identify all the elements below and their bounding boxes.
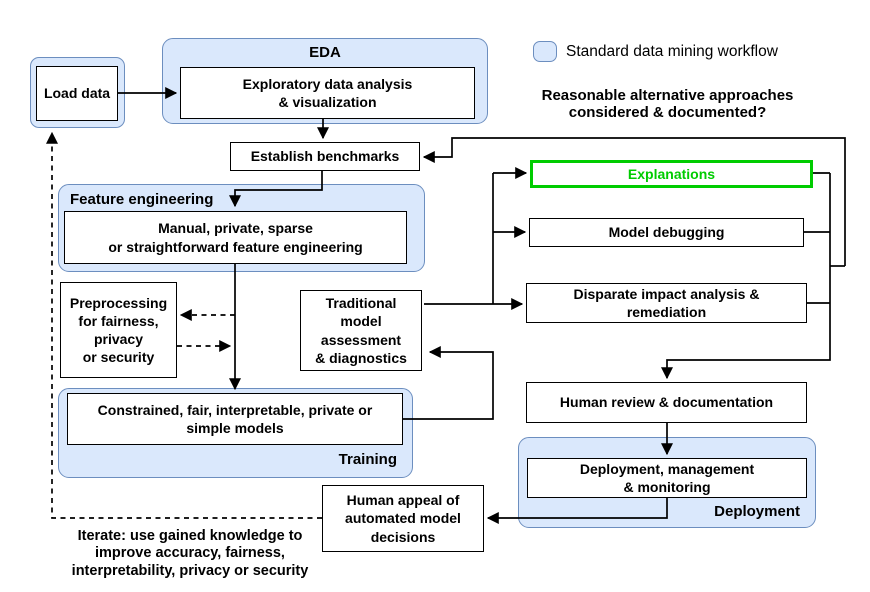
establish-benchmarks-node: Establish benchmarks [230, 142, 420, 171]
dashed-iterate-loop [46, 131, 322, 519]
human-appeal-node: Human appeal of automated model decision… [322, 485, 484, 552]
alternative-approaches-question: Reasonable alternative approaches consid… [541, 87, 794, 122]
arrow-benchmarks-to-feature-eng [229, 171, 323, 208]
arrow-feedback-to-benchmarks [422, 137, 846, 266]
legend-label: Standard data mining workflow [566, 43, 778, 60]
manual-features-node: Manual, private, sparse or straightforwa… [64, 211, 407, 264]
constrained-models-node: Constrained, fair, interpretable, privat… [67, 393, 403, 445]
deployment-node: Deployment, management & monitoring [527, 458, 807, 498]
arrow-deployment-to-appeal [486, 498, 668, 524]
eda-node: Exploratory data analysis & visualizatio… [180, 67, 475, 119]
feature-engineering-group-title: Feature engineering [70, 191, 214, 208]
disparate-impact-node: Disparate impact analysis & remediation [526, 283, 807, 323]
eda-group-title: EDA [309, 44, 341, 61]
load-data-node: Load data [36, 66, 118, 121]
preprocessing-node: Preprocessing for fairness, privacy or s… [60, 282, 177, 378]
traditional-assessment-node: Traditional model assessment & diagnosti… [300, 290, 422, 371]
model-debugging-node: Model debugging [529, 218, 804, 247]
arrow-collector-to-review [661, 173, 831, 380]
legend-swatch-icon [533, 41, 557, 62]
arrow-constrained-to-assessment [403, 346, 494, 420]
explanations-node: Explanations [530, 160, 813, 188]
training-group-title: Training [338, 451, 397, 468]
human-review-node: Human review & documentation [526, 382, 807, 423]
deployment-group-title: Deployment [714, 503, 800, 520]
iterate-note: Iterate: use gained knowledge to improve… [71, 528, 309, 579]
